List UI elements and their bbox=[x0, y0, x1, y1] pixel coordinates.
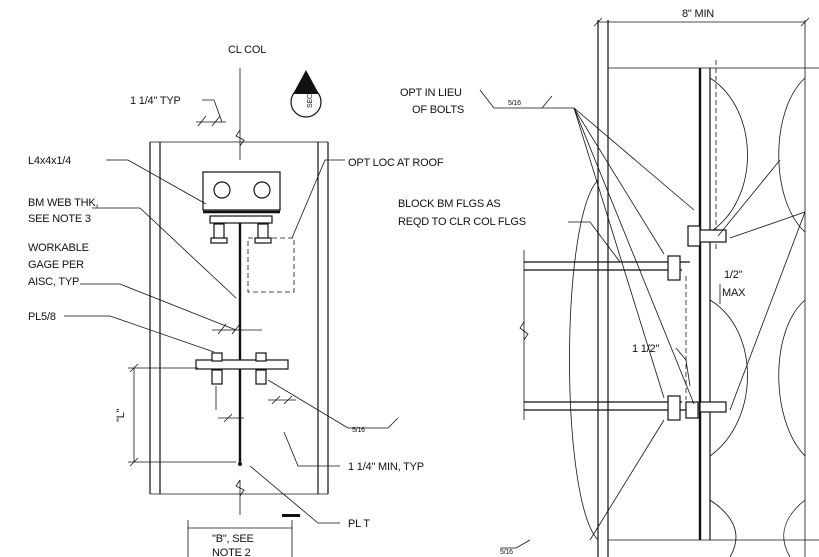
weld-size-label: 5/16 bbox=[508, 100, 521, 107]
leader-line bbox=[249, 465, 340, 524]
leader-line bbox=[675, 347, 691, 387]
left-column-detail: SECT bbox=[28, 44, 444, 557]
dim-tick bbox=[197, 115, 207, 127]
roof-option-label: OPT LOC AT ROOF bbox=[348, 157, 444, 169]
bolt-head bbox=[255, 352, 267, 362]
gage-label: AISC, TYP bbox=[28, 276, 79, 288]
dim-tick bbox=[223, 413, 233, 423]
column-curve bbox=[783, 499, 806, 557]
top-angle-plate bbox=[202, 171, 281, 211]
bolt-shank bbox=[211, 369, 223, 385]
bolt-hole bbox=[253, 181, 271, 199]
web-thk-label: BM WEB THK, bbox=[28, 197, 98, 209]
bolt-hole bbox=[213, 181, 231, 199]
dim-tick bbox=[593, 17, 603, 27]
leader-line bbox=[573, 107, 665, 255]
gage-label: WORKABLE bbox=[28, 242, 89, 254]
dim-tick bbox=[231, 323, 241, 335]
bolt-nut bbox=[210, 237, 228, 244]
column-curve bbox=[778, 77, 806, 233]
max-gap-label: 1/2" bbox=[724, 269, 743, 281]
bolt-shank bbox=[255, 369, 267, 385]
gage-label: GAGE PER bbox=[28, 259, 84, 271]
beam-top-flange bbox=[209, 215, 273, 224]
weld-option-label: OPT IN LIEU bbox=[400, 87, 462, 99]
weld-symbol-line bbox=[500, 539, 531, 549]
typ-spacing-label: 1 1/4" TYP bbox=[130, 95, 181, 107]
dim-tick bbox=[283, 395, 293, 405]
weld-size-label: 5/16 bbox=[352, 427, 365, 434]
plate-end bbox=[238, 462, 242, 466]
plate-t-label: PL T bbox=[348, 518, 370, 530]
bolt bbox=[699, 401, 727, 413]
plate-label: PL5/8 bbox=[28, 311, 56, 323]
dim-B-label: NOTE 2 bbox=[212, 547, 251, 557]
bolt bbox=[667, 255, 681, 281]
dim-tick bbox=[217, 323, 227, 335]
leader-line bbox=[568, 221, 621, 263]
bolt-head bbox=[211, 352, 223, 362]
column-curve bbox=[709, 299, 748, 457]
leader-line bbox=[589, 419, 665, 541]
weld-symbol-line bbox=[479, 89, 553, 109]
dim-L-label: "L" bbox=[115, 408, 127, 422]
angle-label: L4x4x1/4 bbox=[28, 155, 71, 167]
leader-line bbox=[542, 107, 695, 211]
bolt-nut bbox=[254, 237, 272, 244]
col-centerline-label: CL COL bbox=[228, 44, 266, 56]
section-tag: SECT bbox=[307, 89, 314, 108]
block-flanges-label: REQD TO CLR COL FLGS bbox=[398, 216, 526, 228]
beam-break bbox=[519, 321, 529, 341]
min-spacing-label: 1 1/4" MIN, TYP bbox=[348, 461, 424, 473]
dim-B-label: "B", SEE bbox=[212, 533, 254, 545]
leader-line bbox=[106, 159, 207, 205]
leader-line bbox=[729, 211, 806, 239]
leader-line bbox=[92, 207, 237, 299]
bolt bbox=[667, 395, 681, 421]
weld-symbol-line bbox=[348, 417, 399, 429]
optional-roof-location bbox=[247, 237, 295, 293]
clip-angle bbox=[687, 225, 701, 247]
right-column-detail: 8" MIN OPT IN LIEU OF BOLTS 5/16 BLOCK B… bbox=[398, 8, 819, 557]
dim-tick bbox=[271, 395, 281, 405]
leader-line bbox=[573, 107, 665, 399]
dim-tick bbox=[800, 17, 810, 27]
leader-line bbox=[573, 107, 695, 405]
leader-line bbox=[283, 431, 340, 467]
web-thk-label: SEE NOTE 3 bbox=[28, 213, 91, 225]
weld-size-bottom-label: 5/16 bbox=[500, 549, 513, 556]
min-dim-label: 8" MIN bbox=[682, 8, 714, 20]
leader-line bbox=[64, 315, 215, 353]
column-curve bbox=[709, 499, 737, 557]
leader-line bbox=[80, 283, 237, 331]
dim-tick bbox=[211, 115, 221, 127]
centerline-break bbox=[235, 129, 245, 147]
edge-dim-label: 1 1/2" bbox=[632, 343, 659, 355]
plate-thickness-mark bbox=[282, 514, 300, 517]
max-gap-label: MAX bbox=[722, 287, 746, 299]
section-arrow bbox=[293, 70, 319, 94]
bolt bbox=[699, 229, 727, 243]
leader-line bbox=[202, 99, 223, 123]
weld-option-label: OF BOLTS bbox=[412, 104, 464, 116]
column-curve bbox=[569, 179, 599, 541]
leader-line bbox=[267, 379, 349, 429]
leader-line bbox=[291, 159, 345, 239]
column-curve bbox=[709, 77, 748, 233]
clip-angle bbox=[685, 401, 699, 419]
leader-line bbox=[717, 159, 781, 237]
block-flanges-label: BLOCK BM FLGS AS bbox=[398, 198, 501, 210]
bottom-plate bbox=[195, 359, 289, 370]
column-curve bbox=[778, 299, 806, 457]
leader-line bbox=[729, 211, 806, 411]
